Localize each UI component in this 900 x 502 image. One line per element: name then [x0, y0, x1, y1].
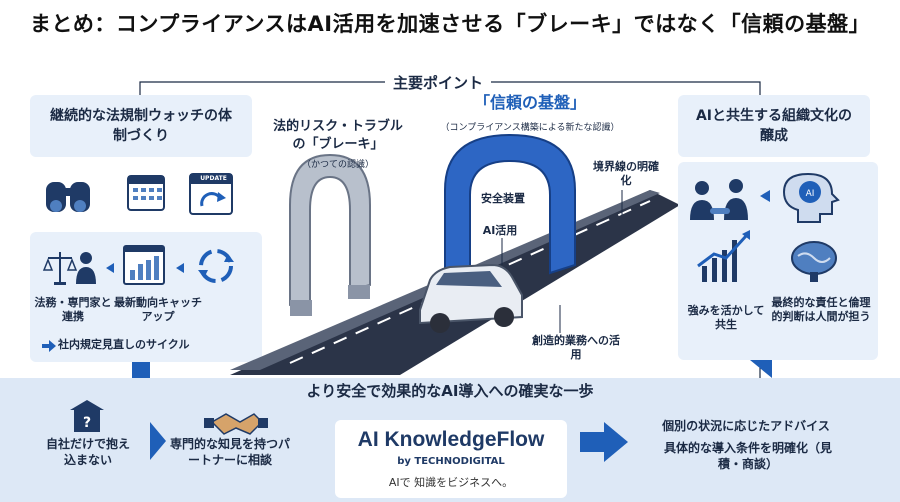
logo-by: by TECHNODIGITAL [397, 456, 505, 467]
bottom-icons: ? [70, 400, 628, 462]
chart-board-icon [123, 245, 165, 285]
foundation-title: 「信頼の基盤」 [473, 93, 586, 112]
brake-title: 法的リスク・トラブルの「ブレーキ」 [273, 119, 403, 152]
growth-chart-icon [697, 230, 750, 282]
bottom-heading: より安全で効果的なAI導入への確実な一歩 [306, 382, 594, 400]
experts-label: 法務・専門家と連携 [34, 296, 112, 323]
logo-name: AI KnowledgeFlow [357, 428, 545, 451]
brake-arch [289, 153, 371, 316]
right-heading-panel [678, 95, 870, 157]
page-title: まとめ：コンプライアンスはAI活用を加速させる「ブレーキ」ではなく「信頼の基盤」 [29, 12, 871, 36]
handshake-icon [204, 413, 268, 435]
arrow-icon [176, 263, 184, 273]
right-icons: AI [690, 172, 840, 282]
advice-label: 個別の状況に応じたアドバイス [662, 419, 830, 433]
arrow-right-icon [42, 340, 56, 352]
road-illustration [230, 133, 680, 375]
left-process-icons [42, 245, 234, 285]
ai-use-label: AI活用 [474, 224, 526, 238]
logo-box [335, 420, 567, 498]
brake-note: （かつての認識） [301, 160, 374, 170]
ai-head-icon: AI [782, 172, 840, 223]
svg-text:AI: AI [806, 189, 815, 199]
alone-label: 自社だけで抱え込まない [45, 437, 130, 467]
car-icon [419, 263, 523, 333]
left-icons-row [46, 173, 233, 215]
brain-icon [791, 241, 837, 282]
cycle-icon [198, 249, 234, 283]
update-badge: UPDATE [200, 175, 227, 182]
foundation-note: （コンプライアンス構築による新たな認識） [440, 123, 620, 133]
scales-icon [42, 252, 78, 285]
svg-text:?: ? [83, 415, 91, 431]
arrow-icon [760, 190, 770, 202]
safety-label: 安全装置 [481, 192, 525, 205]
creative-label: 創造的業務への活用 [532, 334, 620, 361]
logo-tagline: AIで 知識をビジネスへ。 [388, 476, 514, 489]
right-heading: AIと共生する組織文化の醸成 [695, 108, 853, 144]
strengths-label: 強みを活かして共生 [687, 304, 765, 331]
left-heading: 継続的な法規制ウォッチの体制づくり [50, 108, 232, 144]
chevron-right-icon [150, 422, 166, 460]
trends-label: 最新動向キャッチアップ [114, 296, 202, 323]
responsibility-label: 最終的な責任と倫理的判断は人間が担う [771, 296, 871, 323]
calendar-icon [127, 175, 165, 211]
arrow-right-big-icon [580, 422, 628, 462]
right-content-panel [678, 162, 878, 360]
binoculars-icon [46, 182, 90, 212]
boundary-label: 境界線の明確化 [593, 160, 659, 187]
cycle-label: 社内規定見直しのサイクル [58, 338, 190, 351]
person-icon [76, 252, 96, 284]
conditions-label: 具体的な導入条件を明確化（見積・商談） [663, 441, 832, 471]
left-heading-panel [30, 95, 252, 157]
update-icon [189, 173, 233, 215]
partner-label: 専門的な知見を持つパートナーに相談 [169, 437, 290, 467]
handshake-people-icon [690, 179, 748, 220]
question-house-icon: ? [70, 400, 104, 432]
key-points-heading: 主要ポイント [385, 72, 492, 93]
arrow-icon [106, 263, 114, 273]
connector-block [132, 362, 150, 378]
